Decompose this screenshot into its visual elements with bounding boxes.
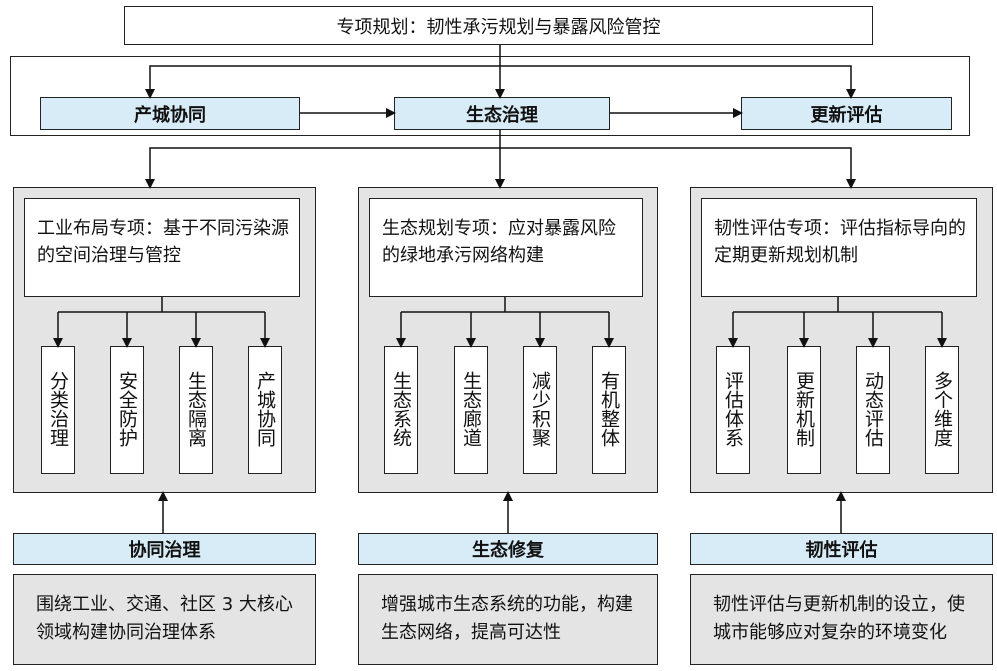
item-label: 生态系统 bbox=[390, 371, 412, 447]
stage-ecology: 生态治理 bbox=[394, 97, 610, 130]
description-text: 增强城市生态系统的功能，构建生态网络，提高可达性 bbox=[381, 594, 633, 643]
column-heading-box: 生态规划专项：应对暴露风险的绿地承污网络构建 bbox=[369, 198, 643, 297]
item-box: 减少积聚 bbox=[523, 346, 557, 474]
stage-label: 更新评估 bbox=[810, 104, 883, 126]
item-label: 生态隔离 bbox=[185, 371, 207, 447]
item-label: 多个维度 bbox=[931, 371, 953, 447]
item-label: 分类治理 bbox=[47, 371, 69, 447]
item-box: 更新机制 bbox=[787, 346, 821, 474]
item-box: 动态评估 bbox=[856, 346, 890, 474]
bottom-label: 韧性评估 bbox=[805, 540, 878, 561]
description-text: 韧性评估与更新机制的设立，使城市能够应对复杂的环境变化 bbox=[713, 594, 965, 643]
item-label: 安全防护 bbox=[116, 371, 138, 447]
item-box: 安全防护 bbox=[110, 346, 144, 474]
item-box: 分类治理 bbox=[41, 346, 75, 474]
column-heading-box: 韧性评估专项：评估指标导向的定期更新规划机制 bbox=[701, 198, 977, 297]
stage-renewal: 更新评估 bbox=[741, 97, 952, 130]
bottom-label-box: 协同治理 bbox=[13, 533, 316, 565]
column-heading: 生态规划专项：应对暴露风险的绿地承污网络构建 bbox=[382, 218, 616, 266]
item-box: 产城协同 bbox=[248, 346, 282, 474]
title-text: 专项规划：韧性承污规划与暴露风险管控 bbox=[336, 16, 661, 38]
item-box: 生态隔离 bbox=[179, 346, 213, 474]
item-box: 生态廊道 bbox=[454, 346, 488, 474]
item-label: 生态廊道 bbox=[460, 371, 482, 447]
item-box: 评估体系 bbox=[716, 346, 750, 474]
stage-label: 产城协同 bbox=[134, 104, 206, 126]
bottom-label-box: 生态修复 bbox=[358, 533, 658, 565]
item-label: 动态评估 bbox=[862, 371, 884, 447]
item-label: 有机整体 bbox=[598, 371, 620, 447]
column-heading: 韧性评估专项：评估指标导向的定期更新规划机制 bbox=[714, 218, 966, 266]
item-label: 产城协同 bbox=[254, 371, 276, 447]
stage-industry-city: 产城协同 bbox=[40, 97, 300, 130]
description-box: 围绕工业、交通、社区 3 大核心领域构建协同治理体系 bbox=[13, 574, 316, 665]
bottom-label: 生态修复 bbox=[472, 540, 544, 561]
description-box: 韧性评估与更新机制的设立，使城市能够应对复杂的环境变化 bbox=[690, 574, 993, 665]
bottom-label-box: 韧性评估 bbox=[690, 533, 993, 565]
title-box: 专项规划：韧性承污规划与暴露风险管控 bbox=[124, 6, 873, 45]
description-box: 增强城市生态系统的功能，构建生态网络，提高可达性 bbox=[358, 574, 658, 665]
item-label: 评估体系 bbox=[722, 371, 744, 447]
arrow-to-column-resilience bbox=[500, 147, 856, 189]
item-label: 更新机制 bbox=[793, 371, 815, 447]
arrow-to-column-industry bbox=[145, 147, 500, 189]
item-label: 减少积聚 bbox=[529, 371, 551, 447]
item-box: 有机整体 bbox=[592, 346, 626, 474]
stage-label: 生态治理 bbox=[466, 104, 538, 126]
description-text: 围绕工业、交通、社区 3 大核心领域构建协同治理体系 bbox=[36, 594, 293, 643]
column-heading-box: 工业布局专项：基于不同污染源的空间治理与管控 bbox=[24, 198, 300, 297]
item-box: 生态系统 bbox=[384, 346, 418, 474]
item-box: 多个维度 bbox=[925, 346, 959, 474]
bottom-label: 协同治理 bbox=[128, 540, 201, 561]
column-heading: 工业布局专项：基于不同污染源的空间治理与管控 bbox=[37, 218, 289, 266]
